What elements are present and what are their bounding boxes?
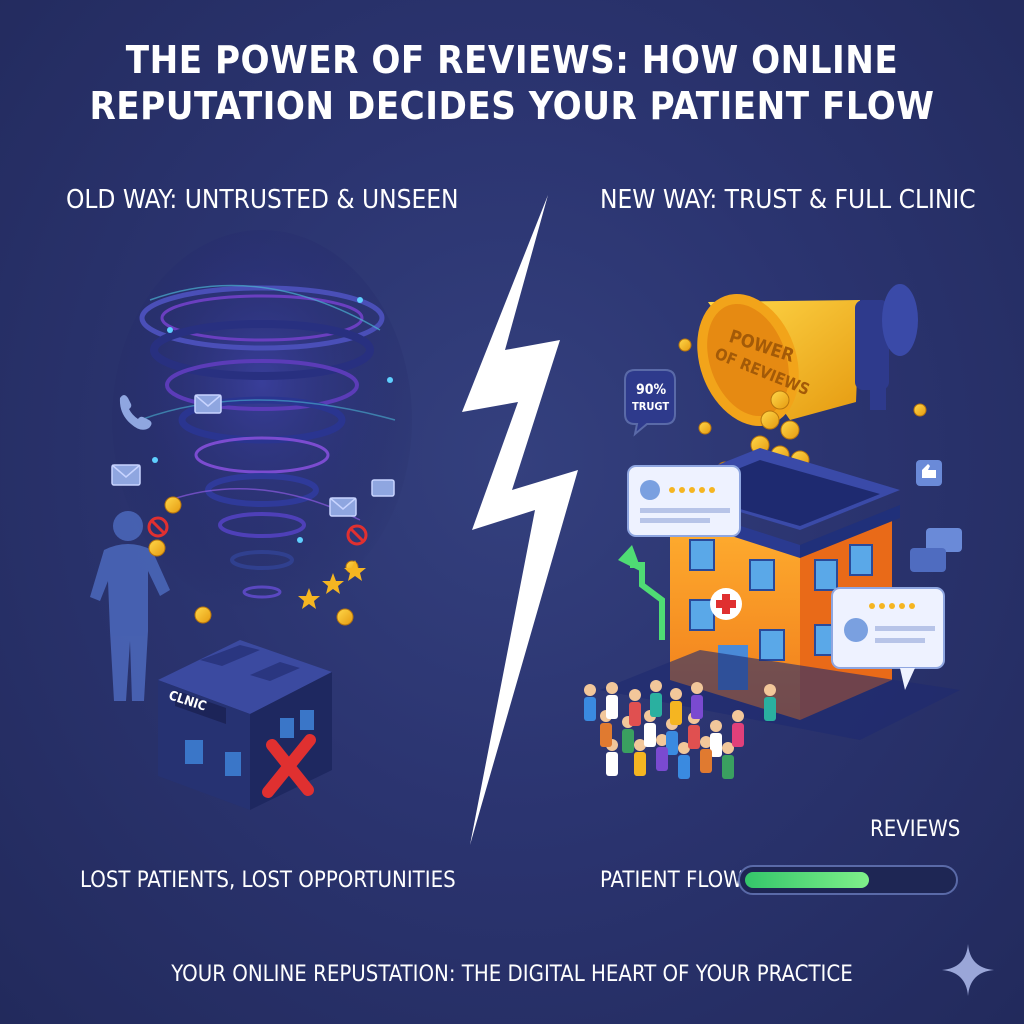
envelope-icon (111, 394, 395, 517)
old-way-heading: OLD WAY: UNTRUSTED & UNSEEN (66, 185, 459, 215)
trust-badge (624, 369, 676, 437)
phone-icon (119, 395, 152, 430)
trust-badge-percent: 90% (636, 382, 667, 398)
title-line-2: REPUTATION DECIDES YOUR PATIENT FLOW (89, 84, 935, 128)
title-line-1: THE POWER OF REVIEWS: HOW ONLINE (125, 38, 899, 82)
lightning-bolt-divider (462, 195, 578, 845)
star-icon (298, 560, 366, 609)
patient-flow-bar-fill (745, 872, 869, 888)
growth-arrow-icon (618, 545, 665, 640)
crowd-of-patients (584, 680, 776, 779)
trust-badge-label: TRUGT (632, 400, 670, 413)
thumbs-up-icon (916, 460, 942, 486)
patient-flow-bar (738, 865, 958, 895)
chat-icon (910, 528, 962, 572)
sparkle-icon (942, 944, 994, 996)
lost-patients-caption: LOST PATIENTS, LOST OPPORTUNITIES (80, 868, 456, 893)
megaphone-icon (697, 284, 918, 426)
no-entry-icon (147, 516, 368, 546)
dark-clinic-building (158, 640, 332, 810)
worried-person-silhouette (90, 511, 170, 701)
reviews-label: REVIEWS (870, 817, 961, 842)
red-x-icon (262, 734, 316, 798)
new-way-heading: NEW WAY: TRUST & FULL CLINIC (600, 185, 976, 215)
patient-flow-label: PATIENT FLOW (600, 868, 743, 893)
review-card (627, 465, 741, 537)
review-card (831, 587, 945, 690)
footer-tagline: YOUR ONLINE REPUSTATION: THE DIGITAL HEA… (171, 962, 853, 987)
